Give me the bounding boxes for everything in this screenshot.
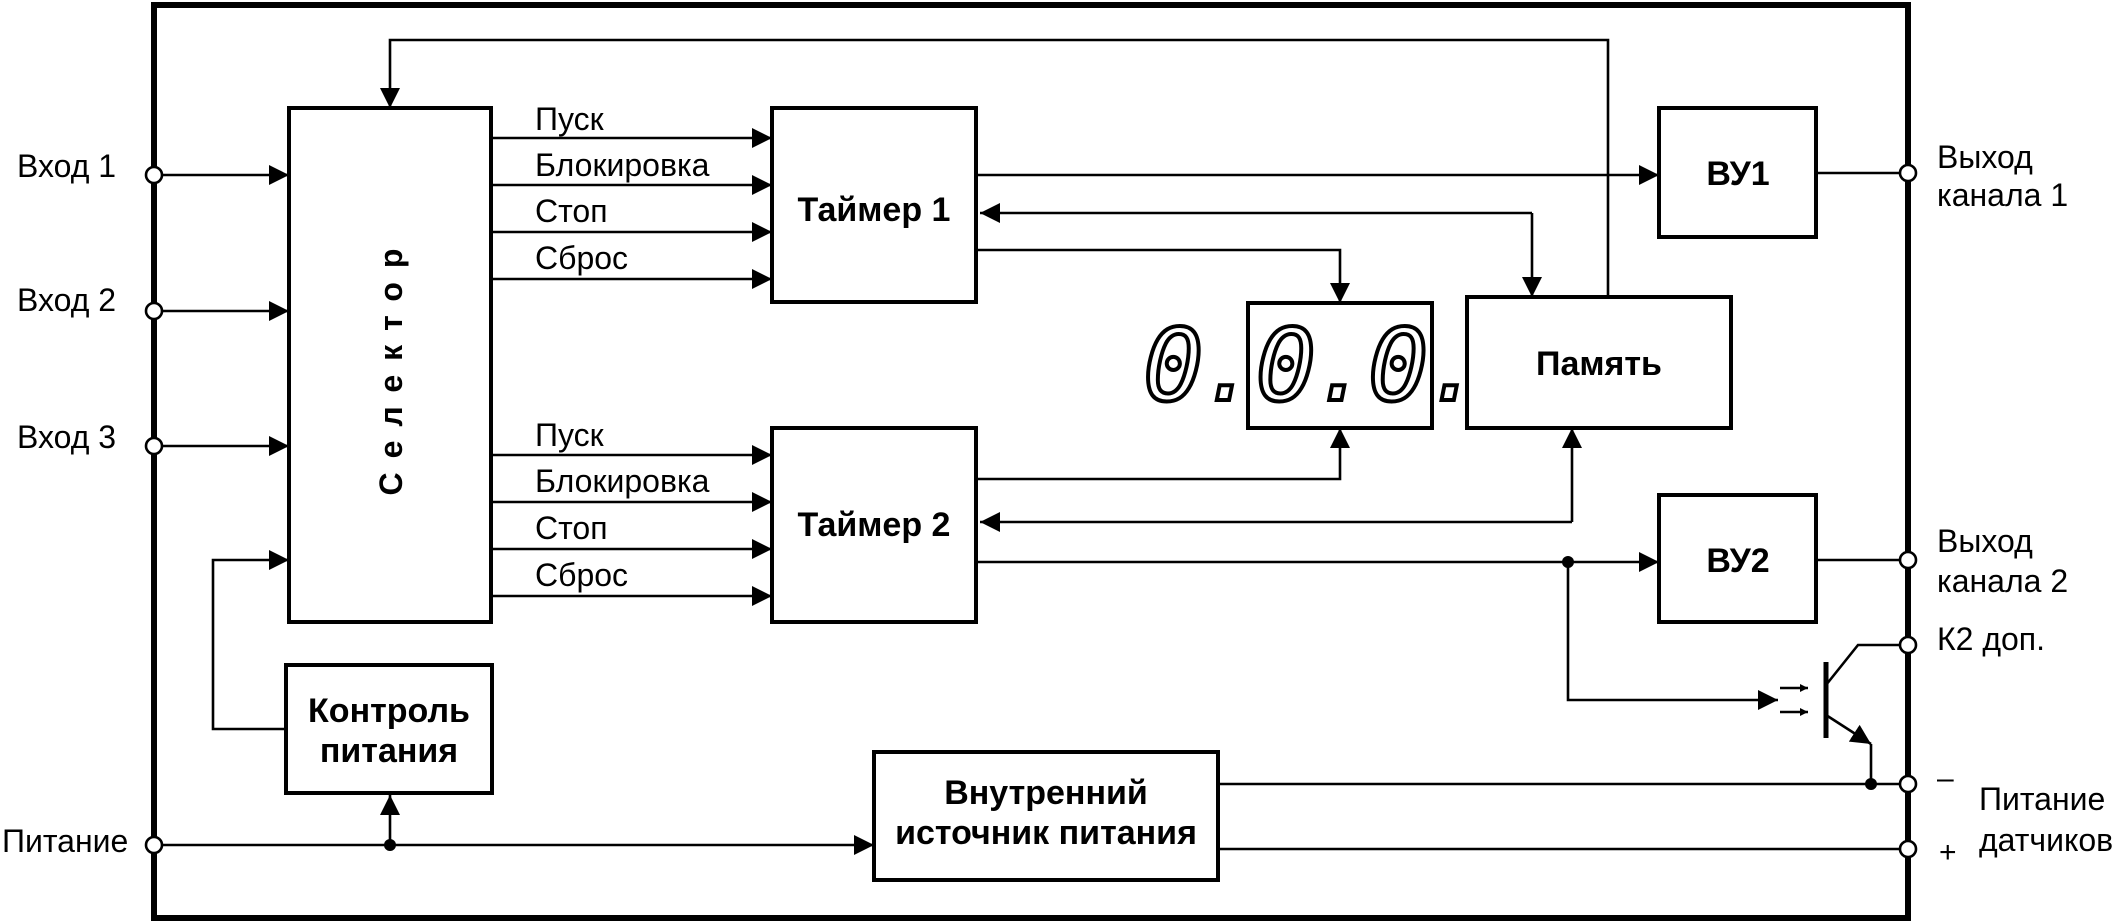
terminal-input-3 [144,436,164,456]
power-control-label-1: Контроль [308,692,470,730]
device-frame [151,2,1911,921]
signal-label: Блокировка [535,463,710,499]
timer1-block: Таймер 1 [770,106,978,304]
internal-power-supply-block: Внутренний источник питания [872,750,1220,882]
memory-block: Память [1465,295,1733,430]
input-label-3: Вход 3 [17,419,116,455]
junction-dot [1562,556,1574,568]
terminal-minus [1898,774,1918,794]
input-label-1: Вход 1 [17,148,116,184]
terminal-input-2 [144,301,164,321]
signal-label: Пуск [535,417,605,453]
terminal-input-1 [144,165,164,185]
power-control-label-2: питания [320,732,458,770]
junction-dot [1865,778,1877,790]
terminal-power [144,835,164,855]
internal-ps-label-1: Внутренний [944,774,1148,812]
minus-sign: – [1937,762,1954,795]
memory-label: Память [1536,345,1662,383]
timer2-label: Таймер 2 [798,506,951,544]
vu1-label: ВУ1 [1706,155,1769,193]
signal-label: Сброс [535,557,628,593]
terminal-output-2 [1898,550,1918,570]
output2-label-1: Выход [1937,523,2033,559]
signal-label: Блокировка [535,147,710,183]
signal-label: Сброс [535,240,628,276]
terminal-k2 [1898,635,1918,655]
selector-block: Селектор [287,106,493,624]
timer2-signal-labels: Пуск Блокировка Стоп Сброс [535,417,710,593]
power-input-label: Питание [2,823,128,859]
optocoupler-icon [1780,643,1906,784]
connections [154,38,1906,855]
k2-aux-label: К2 доп. [1937,621,2045,657]
junction-dot [384,839,396,851]
timer1-label: Таймер 1 [798,191,951,229]
output1-label-1: Выход [1937,139,2033,175]
power-control-block: Контроль питания [284,663,494,795]
terminal-plus [1898,839,1918,859]
terminal-output-1 [1898,163,1918,183]
vu2-block: ВУ2 [1657,493,1818,624]
terminals [144,163,1918,859]
selector-label: Селектор [373,235,409,496]
signal-label: Пуск [535,101,605,137]
plus-sign: + [1939,836,1957,869]
sensor-power-label-1: Питание [1979,781,2105,817]
signal-label: Стоп [535,510,608,546]
timer2-block: Таймер 2 [770,426,978,624]
signal-label: Стоп [535,193,608,229]
output1-label-2: канала 1 [1937,177,2068,213]
timer1-signal-labels: Пуск Блокировка Стоп Сброс [535,101,710,276]
input-label-2: Вход 2 [17,282,116,318]
internal-ps-label-2: источник питания [895,814,1197,852]
output2-label-2: канала 2 [1937,563,2068,599]
sensor-power-label-2: датчиков [1979,822,2113,858]
vu2-label: ВУ2 [1706,542,1769,580]
vu1-block: ВУ1 [1657,106,1818,239]
